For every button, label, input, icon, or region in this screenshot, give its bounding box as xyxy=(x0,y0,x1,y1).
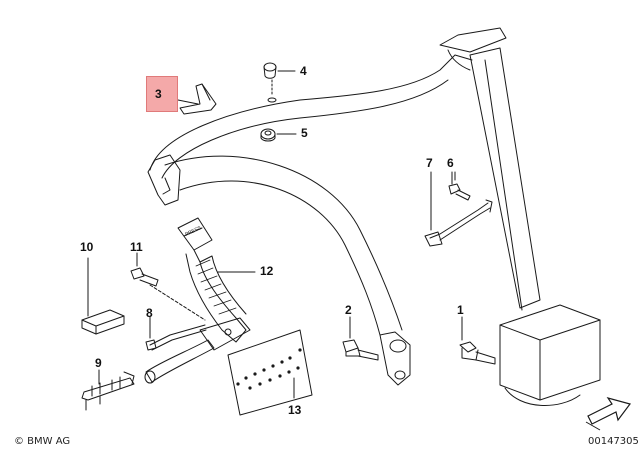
cover-3 xyxy=(177,83,217,115)
callout-6[interactable]: 6 xyxy=(447,156,454,170)
belt-retractor xyxy=(499,304,601,406)
label-sheet-13 xyxy=(227,329,313,416)
callout-1[interactable]: 1 xyxy=(457,303,464,317)
arrow-right-icon[interactable] xyxy=(585,396,632,431)
screw-6 xyxy=(448,171,471,201)
bolt-11 xyxy=(130,252,206,321)
callout-3[interactable]: 3 xyxy=(146,76,178,112)
belt-webbing xyxy=(147,27,541,386)
bolt-2 xyxy=(342,316,379,361)
callout-8[interactable]: 8 xyxy=(146,306,153,320)
callout-4[interactable]: 4 xyxy=(300,64,307,78)
clip-10 xyxy=(81,257,125,335)
cap-4 xyxy=(263,62,296,103)
nut-5 xyxy=(260,128,297,142)
callout-7[interactable]: 7 xyxy=(426,156,433,170)
callout-2[interactable]: 2 xyxy=(345,303,352,317)
callout-13[interactable]: 13 xyxy=(288,403,302,417)
copyright-label: © BMW AG xyxy=(14,436,70,447)
copyright-text: © BMW AG xyxy=(14,436,71,447)
belt-buckle xyxy=(144,217,256,384)
bolt-1 xyxy=(459,316,496,365)
buckle-text: PRESS xyxy=(184,225,203,238)
wire-8 xyxy=(145,316,207,351)
drawing-number: 00147305 xyxy=(588,436,639,447)
cable-7 xyxy=(424,171,493,247)
callout-9[interactable]: 9 xyxy=(95,356,102,370)
callout-5[interactable]: 5 xyxy=(301,126,308,140)
holder-9 xyxy=(81,369,135,411)
callout-12[interactable]: 12 xyxy=(260,264,274,278)
callout-10[interactable]: 10 xyxy=(80,240,94,254)
callout-11[interactable]: 11 xyxy=(130,240,143,254)
